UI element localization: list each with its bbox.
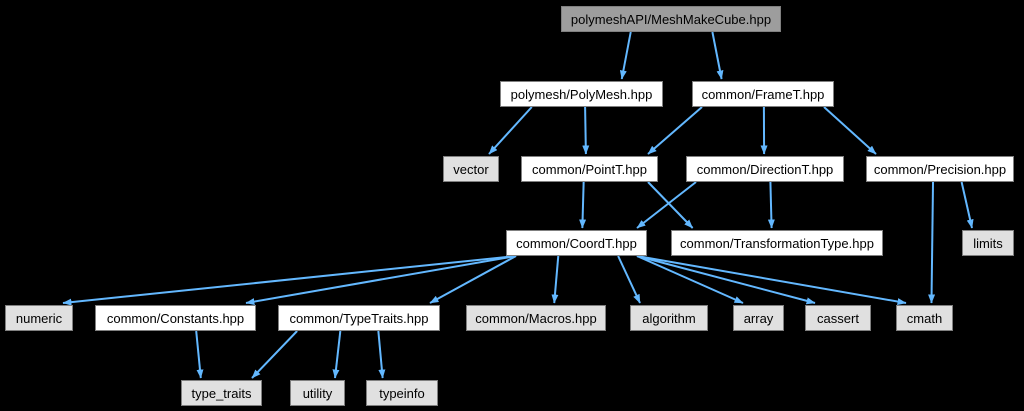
graph-node-numeric[interactable]: numeric xyxy=(5,305,73,331)
graph-node-label: typeinfo xyxy=(379,385,425,401)
graph-node-typeinfo[interactable]: typeinfo xyxy=(366,380,438,406)
graph-node-label: common/TypeTraits.hpp xyxy=(289,310,429,326)
graph-node-label: vector xyxy=(453,161,489,177)
graph-edge-root-to-polymesh xyxy=(619,31,632,80)
graph-node-cassert[interactable]: cassert xyxy=(805,305,871,331)
graph-node-polymesh[interactable]: polymesh/PolyMesh.hpp xyxy=(500,81,663,107)
graph-node-label: polymeshAPI/MeshMakeCube.hpp xyxy=(570,11,772,27)
graph-node-macros[interactable]: common/Macros.hpp xyxy=(466,305,606,331)
graph-edge-polymesh-to-pointt xyxy=(582,106,590,155)
graph-node-label: common/Precision.hpp xyxy=(873,161,1007,177)
graph-edge-framet-to-pointt xyxy=(647,106,703,155)
graph-node-vector[interactable]: vector xyxy=(443,156,499,182)
graph-node-label: numeric xyxy=(15,310,63,326)
graph-node-cmath[interactable]: cmath xyxy=(896,305,953,331)
graph-node-label: algorithm xyxy=(642,310,696,326)
graph-edge-coordt-to-macros xyxy=(551,255,560,304)
graph-node-root[interactable]: polymeshAPI/MeshMakeCube.hpp xyxy=(561,6,781,32)
graph-edge-coordt-to-cmath xyxy=(636,255,907,305)
graph-node-transtype[interactable]: common/TransformationType.hpp xyxy=(671,230,883,256)
graph-node-pointt[interactable]: common/PointT.hpp xyxy=(521,156,658,182)
graph-node-label: array xyxy=(743,310,774,326)
graph-node-label: common/FrameT.hpp xyxy=(701,86,825,102)
graph-node-label: cassert xyxy=(817,310,859,326)
graph-edge-typetraits-to-typeinfo xyxy=(377,330,386,379)
graph-edge-polymesh-to-vector xyxy=(488,106,533,155)
graph-edge-directiont-to-transtype xyxy=(767,181,775,229)
graph-edge-directiont-to-coordt xyxy=(636,181,697,229)
graph-edge-coordt-to-constants xyxy=(245,255,517,305)
graph-node-label: common/TransformationType.hpp xyxy=(680,235,874,251)
graph-edge-root-to-framet xyxy=(711,31,724,80)
graph-node-label: cmath xyxy=(906,310,943,326)
graph-node-label: utility xyxy=(302,385,333,401)
graph-edge-precision-to-cmath xyxy=(928,181,936,304)
graph-node-limits[interactable]: limits xyxy=(962,230,1014,256)
graph-node-label: common/PointT.hpp xyxy=(532,161,647,177)
graph-node-label: common/Constants.hpp xyxy=(106,310,245,326)
graph-node-constants[interactable]: common/Constants.hpp xyxy=(95,305,256,331)
graph-node-typetraits[interactable]: common/TypeTraits.hpp xyxy=(278,305,440,331)
graph-node-label: common/Macros.hpp xyxy=(475,310,597,326)
graph-node-algorithm[interactable]: algorithm xyxy=(630,305,708,331)
graph-node-utility[interactable]: utility xyxy=(290,380,345,406)
graph-edge-pointt-to-transtype xyxy=(647,181,694,229)
graph-edge-framet-to-precision xyxy=(823,106,877,155)
graph-node-typetraits_std[interactable]: type_traits xyxy=(181,380,262,406)
graph-node-directiont[interactable]: common/DirectionT.hpp xyxy=(686,156,844,182)
graph-edge-coordt-to-array xyxy=(636,255,744,304)
graph-node-array[interactable]: array xyxy=(733,305,784,331)
graph-node-label: common/CoordT.hpp xyxy=(516,235,637,251)
graph-edge-constants-to-typetraits_std xyxy=(195,330,204,379)
graph-node-label: polymesh/PolyMesh.hpp xyxy=(510,86,653,102)
graph-edge-coordt-to-algorithm xyxy=(617,255,641,304)
graph-node-label: type_traits xyxy=(191,385,252,401)
graph-node-label: limits xyxy=(973,235,1003,251)
graph-edge-coordt-to-typetraits xyxy=(429,255,517,304)
graph-edge-typetraits-to-utility xyxy=(332,330,342,379)
graph-edge-typetraits-to-typetraits_std xyxy=(251,330,298,379)
graph-edge-pointt-to-coordt xyxy=(579,181,587,229)
graph-node-framet[interactable]: common/FrameT.hpp xyxy=(692,81,834,107)
graph-node-label: common/DirectionT.hpp xyxy=(696,161,834,177)
graph-edge-coordt-to-numeric xyxy=(62,255,517,306)
graph-edge-coordt-to-cassert xyxy=(636,255,816,305)
graph-edge-precision-to-limits xyxy=(960,181,974,229)
graph-node-coordt[interactable]: common/CoordT.hpp xyxy=(506,230,647,256)
graph-node-precision[interactable]: common/Precision.hpp xyxy=(866,156,1014,182)
